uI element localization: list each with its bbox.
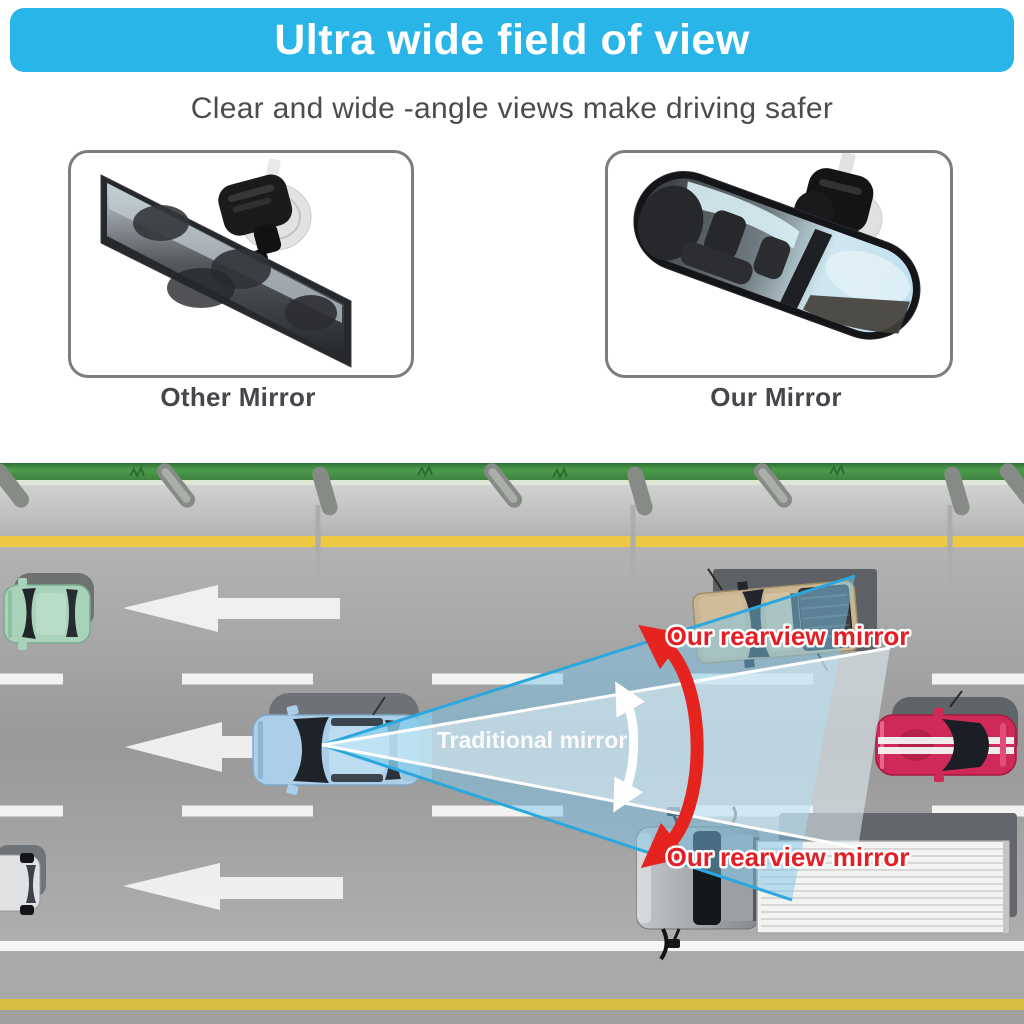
cone-edges-traditional — [321, 646, 891, 850]
yellow-line-bottom — [0, 999, 1024, 1010]
white-edge-line — [0, 941, 1024, 951]
mirror-photo-our — [633, 153, 921, 340]
page-subtitle: Clear and wide -angle views make driving… — [190, 92, 834, 125]
partial-car — [0, 845, 46, 915]
header-banner: Ultra wide field of view — [10, 8, 1014, 72]
red-sports-car — [875, 690, 1018, 782]
page-title: Ultra wide field of view — [274, 15, 750, 64]
wide-mirror — [633, 170, 921, 340]
teal-car — [3, 573, 94, 650]
angle-arrow-white — [613, 681, 645, 813]
card-other-mirror — [68, 150, 414, 378]
fov-cone-traditional — [322, 648, 890, 848]
street-lights — [0, 463, 1024, 585]
road-scene: Our rearview mirror Traditional mirror O… — [0, 463, 1024, 1024]
lane-arrow — [125, 722, 345, 772]
label-our-rearview-bottom: Our rearview mirror — [667, 842, 910, 872]
cone-edges-wide — [321, 574, 856, 902]
label-other-mirror: Other Mirror — [160, 382, 316, 412]
label-traditional-mirror: Traditional mirror — [437, 727, 627, 753]
angle-arrow-red — [638, 624, 704, 869]
label-our-rearview-top: Our rearview mirror — [667, 621, 910, 651]
mirror-photo-other — [100, 158, 352, 368]
lane-arrow — [123, 863, 343, 910]
lane-arrow — [123, 585, 340, 632]
lane-arrows — [123, 585, 345, 910]
narrow-mirror — [100, 174, 352, 368]
card-our-mirror — [605, 150, 953, 378]
yellow-line-top — [0, 536, 1024, 547]
label-our-mirror: Our Mirror — [710, 382, 842, 412]
